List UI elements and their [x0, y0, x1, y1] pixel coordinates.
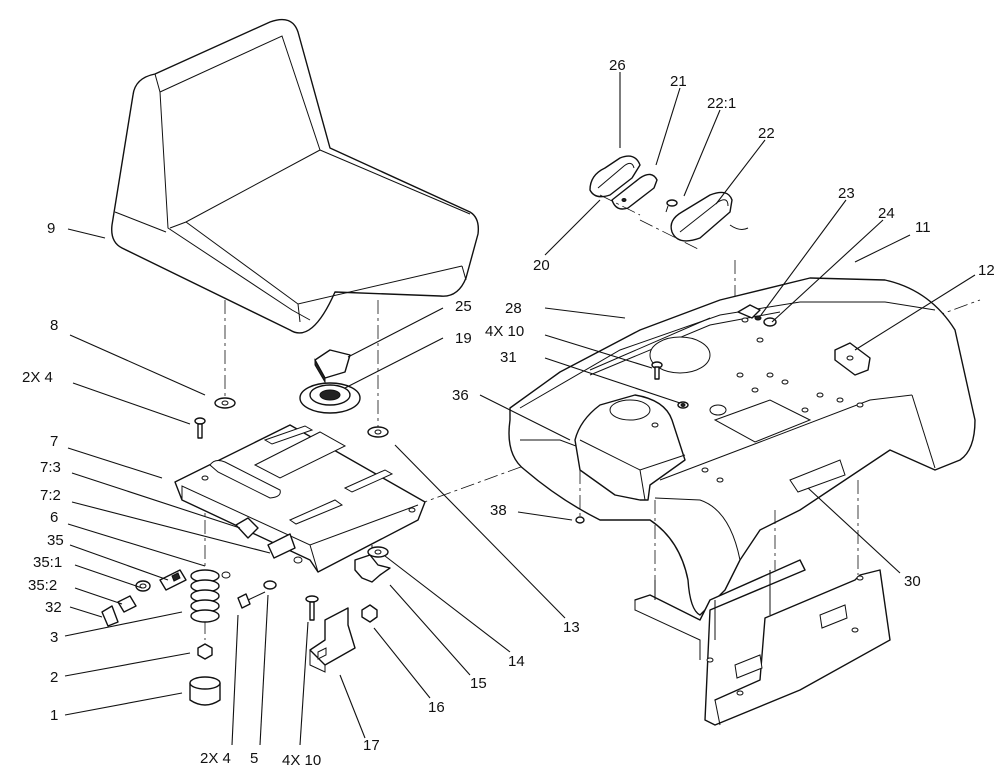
console-cover — [574, 394, 686, 501]
seat-switch — [159, 569, 187, 591]
seat-mounting-plate — [174, 424, 426, 573]
callout-12: 12 — [978, 262, 995, 279]
washer-hole — [374, 549, 382, 555]
connector — [101, 605, 119, 627]
light-bulb — [665, 199, 678, 213]
callout-14: 14 — [508, 653, 525, 670]
callout-2x4-lower: 2X 4 — [200, 750, 231, 767]
callout-22: 22 — [758, 125, 775, 142]
screw — [575, 470, 585, 524]
bolt — [194, 417, 206, 439]
light-housing — [670, 191, 749, 242]
rubber-pad — [314, 349, 351, 384]
fender-bracket — [834, 342, 871, 376]
seat — [111, 18, 480, 334]
bolt — [651, 361, 663, 380]
washer-hole — [374, 429, 382, 435]
lock-washer — [677, 401, 689, 409]
callout-1: 1 — [50, 707, 58, 724]
callout-7: 7 — [50, 433, 58, 450]
callout-31: 31 — [500, 349, 517, 366]
callout-20: 20 — [533, 257, 550, 274]
carriage-bolt — [305, 595, 319, 621]
callout-7-2: 7:2 — [40, 487, 61, 504]
leader-lines — [64, 72, 976, 746]
callout-16: 16 — [428, 699, 445, 716]
callout-38: 38 — [490, 502, 507, 519]
nut — [361, 604, 378, 623]
callout-28: 28 — [505, 300, 522, 317]
frame — [634, 480, 891, 726]
callout-23: 23 — [838, 185, 855, 202]
callout-25: 25 — [455, 298, 472, 315]
callout-36: 36 — [452, 387, 469, 404]
callout-2x4-upper: 2X 4 — [22, 369, 53, 386]
callout-5: 5 — [250, 750, 258, 767]
callout-3: 3 — [50, 629, 58, 646]
spring — [190, 569, 220, 623]
callout-13: 13 — [563, 619, 580, 636]
callout-35: 35 — [47, 532, 64, 549]
callout-22-1: 22:1 — [707, 95, 736, 112]
callout-35-2: 35:2 — [28, 577, 57, 594]
callout-9: 9 — [47, 220, 55, 237]
callout-21: 21 — [670, 73, 687, 90]
washer — [263, 580, 277, 590]
callout-15: 15 — [470, 675, 487, 692]
switch-clip — [117, 595, 137, 613]
callout-26: 26 — [609, 57, 626, 74]
callout-24: 24 — [878, 205, 895, 222]
callout-11: 11 — [915, 219, 931, 236]
grommet — [299, 382, 361, 414]
callout-30: 30 — [904, 573, 921, 590]
reflector-cover — [589, 155, 641, 198]
bolt — [237, 591, 266, 609]
callout-8: 8 — [50, 317, 58, 334]
callout-32: 32 — [45, 599, 62, 616]
callout-35-1: 35:1 — [33, 554, 62, 571]
centerline — [639, 219, 701, 251]
callout-7-3: 7:3 — [40, 459, 61, 476]
nut — [197, 643, 213, 660]
callout-4x10-upper: 4X 10 — [485, 323, 524, 340]
washer — [221, 571, 231, 579]
lens-gasket — [611, 173, 658, 210]
washer-hole — [221, 400, 229, 406]
centerline — [599, 194, 641, 216]
callout-4x10-lower: 4X 10 — [282, 752, 321, 769]
callout-2: 2 — [50, 669, 58, 686]
screw — [737, 304, 762, 321]
callout-19: 19 — [455, 330, 472, 347]
mounting-bracket — [309, 607, 356, 673]
switch-nut — [135, 580, 151, 592]
callout-6: 6 — [50, 509, 58, 526]
nut — [763, 317, 777, 327]
callout-17: 17 — [363, 737, 380, 754]
rubber-bumper — [189, 676, 221, 706]
